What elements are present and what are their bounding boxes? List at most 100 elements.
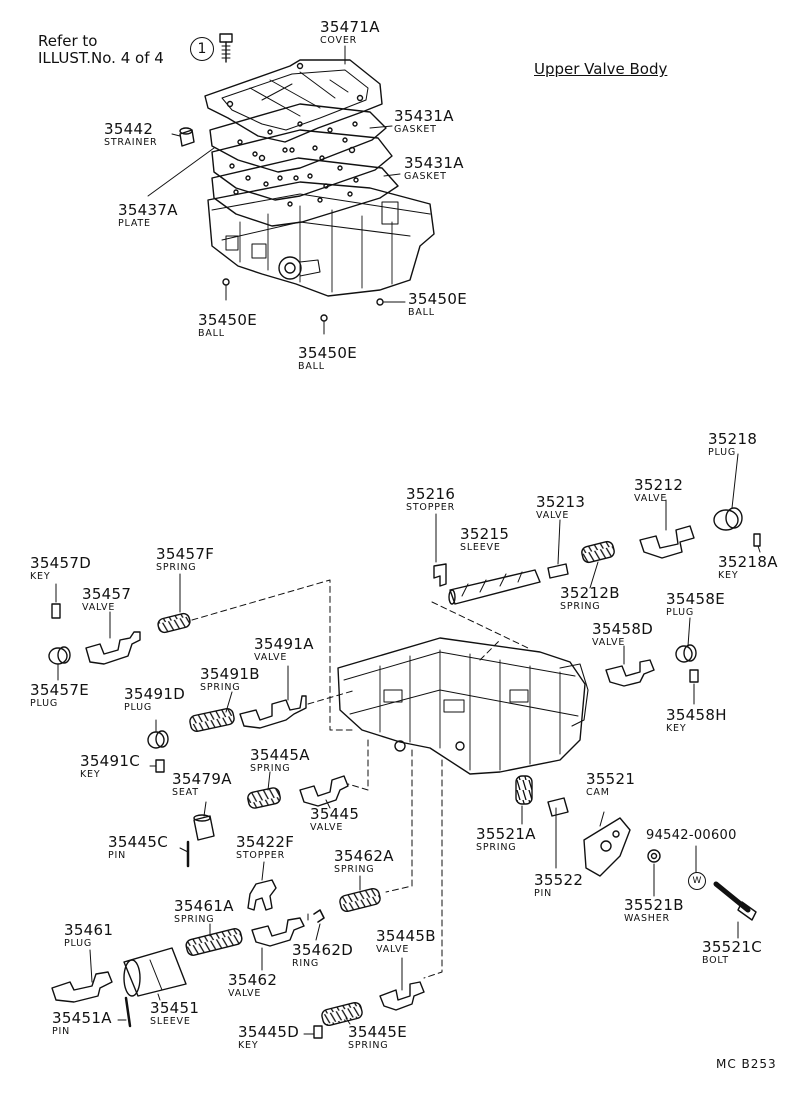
part-name: PIN bbox=[534, 888, 553, 899]
ref-bolt-part bbox=[219, 33, 233, 63]
part-number: 35445D bbox=[238, 1023, 300, 1041]
part-number: 35431A bbox=[404, 154, 464, 172]
gasket-lower-part bbox=[211, 157, 399, 227]
part-number: 35212 bbox=[634, 476, 684, 494]
part-number: 35458D bbox=[592, 620, 654, 638]
part-name: PLUG bbox=[30, 698, 59, 709]
part-number: 35213 bbox=[536, 493, 586, 511]
alignment-dashed-lines bbox=[191, 579, 529, 979]
part-number: 35491D bbox=[124, 685, 186, 703]
spring-35445a-part bbox=[247, 787, 281, 809]
spring-35521a-part bbox=[515, 775, 533, 805]
lower-valve-body-group bbox=[337, 637, 589, 775]
part-number: 35461 bbox=[64, 921, 114, 939]
part-number: 35522 bbox=[534, 871, 584, 889]
part-number: 35457 bbox=[82, 585, 132, 603]
washer-35521b-part bbox=[647, 849, 661, 863]
plug-35457e-part bbox=[48, 646, 71, 665]
part-number: 35457F bbox=[156, 545, 215, 563]
valve-35213-part bbox=[547, 563, 569, 579]
sleeve-35451-part bbox=[123, 947, 187, 997]
valve-35445-part bbox=[299, 775, 349, 807]
part-number: 35218 bbox=[708, 430, 758, 448]
part-number: 35458E bbox=[666, 590, 725, 608]
part-number: 35461A bbox=[174, 897, 234, 915]
check-ball-part bbox=[376, 298, 384, 306]
plug-35458e-part bbox=[675, 644, 697, 663]
cam-35521-part bbox=[583, 817, 631, 877]
spring-35462a-part bbox=[339, 887, 381, 913]
part-name: STRAINER bbox=[104, 137, 158, 148]
stopper-35422f-part bbox=[247, 879, 277, 911]
part-number: 35521C bbox=[702, 938, 762, 956]
part-name: COVER bbox=[320, 35, 358, 46]
part-number: 35471A bbox=[320, 18, 380, 36]
part-number: 35458H bbox=[666, 706, 727, 724]
check-ball-part bbox=[222, 278, 230, 286]
part-number: 35521B bbox=[624, 896, 684, 914]
part-name: PLATE bbox=[118, 218, 151, 229]
part-name: KEY bbox=[666, 723, 687, 734]
part-name: BALL bbox=[298, 361, 325, 372]
part-number: 35457D bbox=[30, 554, 92, 572]
valve-35457-part bbox=[85, 631, 141, 665]
part-number: 35491B bbox=[200, 665, 260, 683]
part-number: 35445A bbox=[250, 746, 310, 764]
part-number: 35457E bbox=[30, 681, 89, 699]
part-number: 35212B bbox=[560, 584, 620, 602]
part-name: GASKET bbox=[404, 171, 447, 182]
part-name: WASHER bbox=[624, 913, 670, 924]
part-name: KEY bbox=[718, 570, 739, 581]
bolt-35521c-part bbox=[713, 881, 757, 921]
part-name: BALL bbox=[198, 328, 225, 339]
plug-35491d-part bbox=[147, 730, 169, 749]
key-35457d-part bbox=[51, 603, 61, 619]
washer-mark: W bbox=[688, 872, 706, 890]
key-35491c-part bbox=[155, 759, 165, 773]
lower-valve-body-part bbox=[337, 637, 586, 775]
part-number: 35451 bbox=[150, 999, 200, 1017]
part-number: 35445 bbox=[310, 805, 360, 823]
part-name: SPRING bbox=[250, 763, 291, 774]
part-name: PLUG bbox=[708, 447, 737, 458]
plug-35218-part bbox=[713, 507, 743, 531]
part-name: KEY bbox=[238, 1040, 259, 1051]
part-number: 35491C bbox=[80, 752, 140, 770]
spring-35212b-part bbox=[581, 540, 615, 564]
pin-35522-part bbox=[547, 797, 569, 817]
part-name: VALVE bbox=[634, 493, 668, 504]
part-name: SLEEVE bbox=[150, 1016, 191, 1027]
part-name: PLUG bbox=[666, 607, 695, 618]
part-name: SLEEVE bbox=[460, 542, 501, 553]
part-name: VALVE bbox=[82, 602, 116, 613]
ring-35462d-part bbox=[313, 909, 325, 923]
part-number: 35422F bbox=[236, 833, 295, 851]
spring-35491b-part bbox=[189, 708, 235, 732]
part-number: 35521A bbox=[476, 825, 536, 843]
